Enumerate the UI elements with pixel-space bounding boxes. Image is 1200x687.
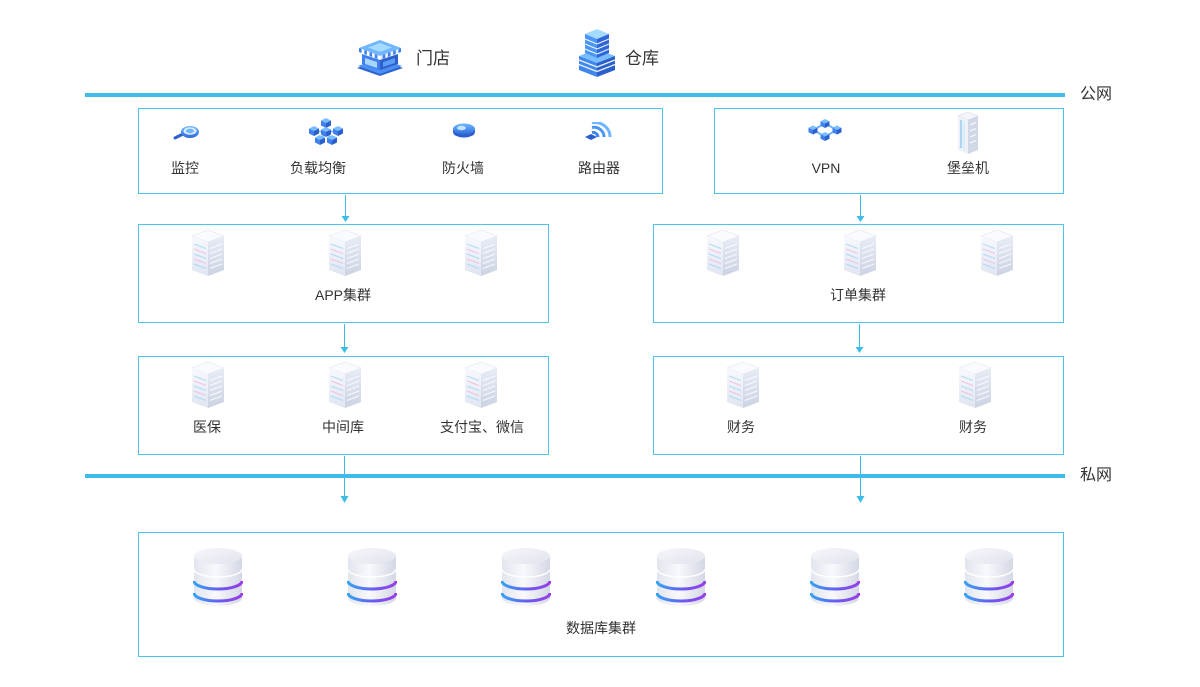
edge-service-label: 监控 [171, 160, 199, 176]
access-service-label: 堡垒机 [947, 160, 989, 176]
finance-box [653, 356, 1064, 455]
monitor-icon [172, 124, 200, 140]
integration-label: 医保 [193, 419, 221, 435]
edge-services-box [138, 108, 663, 194]
router-icon [585, 122, 613, 140]
database-icon [193, 547, 243, 607]
server-icon [958, 361, 992, 409]
server-icon [191, 229, 225, 277]
warehouse-icon [577, 27, 617, 79]
server-icon [843, 229, 877, 277]
server-icon [706, 229, 740, 277]
bastion-host-icon [957, 111, 979, 155]
private-network-label: 私网 [1080, 467, 1113, 484]
edge-service-label: 防火墙 [442, 160, 484, 176]
arrow-finance-to-database [856, 456, 865, 503]
store-label: 门店 [416, 49, 450, 68]
order-cluster-label: 订单集群 [830, 287, 886, 303]
arrow-edge-to-app-cluster [341, 195, 350, 222]
database-icon [964, 547, 1014, 607]
arrow-access-to-order-cluster [856, 195, 865, 222]
firewall-icon [451, 122, 477, 138]
server-icon [328, 229, 362, 277]
arrow-integrations-to-database [340, 456, 349, 503]
edge-service-label: 负载均衡 [290, 160, 346, 176]
database-icon [656, 547, 706, 607]
server-icon [191, 361, 225, 409]
access-services-box [714, 108, 1064, 194]
public-network-line [85, 93, 1065, 97]
database-cluster-box [138, 532, 1064, 657]
edge-service-label: 路由器 [578, 160, 620, 176]
private-network-line [85, 474, 1065, 478]
server-icon [980, 229, 1014, 277]
finance-label: 财务 [727, 419, 755, 435]
public-network-label: 公网 [1080, 86, 1113, 103]
integration-label: 中间库 [322, 419, 364, 435]
store-icon [356, 37, 404, 77]
database-cluster-label: 数据库集群 [566, 620, 636, 636]
server-icon [464, 361, 498, 409]
server-icon [726, 361, 760, 409]
database-icon [501, 547, 551, 607]
vpn-icon [808, 119, 842, 141]
database-icon [810, 547, 860, 607]
server-icon [328, 361, 362, 409]
finance-label: 财务 [959, 419, 987, 435]
load-balancer-icon [307, 118, 345, 146]
warehouse-label: 仓库 [625, 49, 659, 68]
server-icon [464, 229, 498, 277]
database-icon [347, 547, 397, 607]
arrow-order-to-finance [855, 324, 864, 353]
access-service-label: VPN [811, 160, 841, 176]
app-cluster-label: APP集群 [314, 287, 371, 303]
integration-label: 支付宝、微信 [440, 419, 524, 435]
arrow-app-to-integrations [340, 324, 349, 353]
